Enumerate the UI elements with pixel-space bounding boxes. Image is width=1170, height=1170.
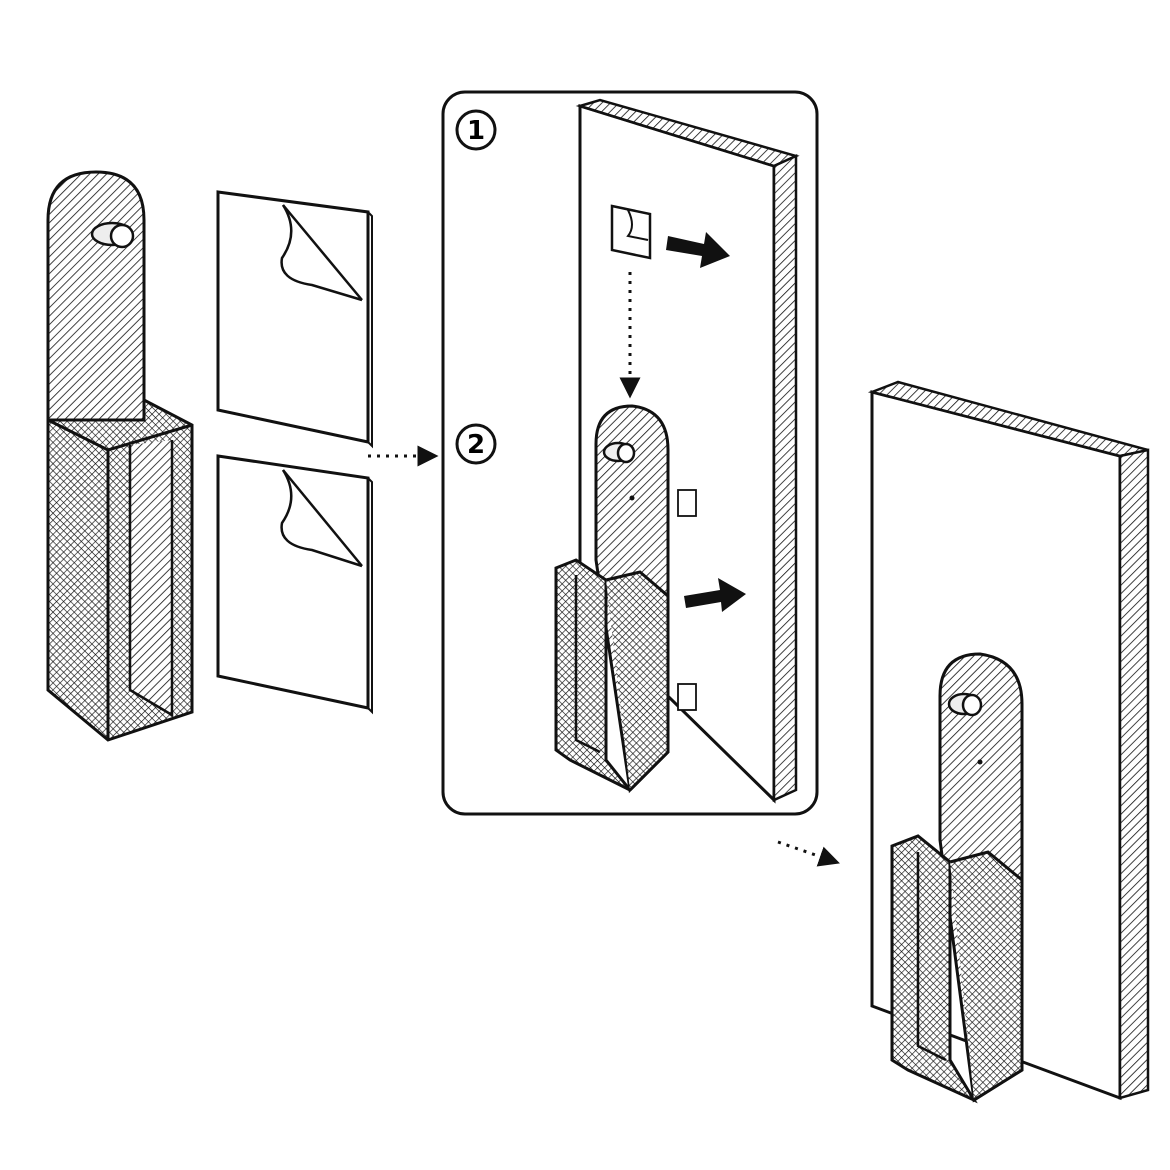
step-1-marker: 1: [455, 109, 497, 151]
mounted-result: [867, 380, 1150, 1104]
holder-center: [554, 404, 670, 794]
holder-right: [890, 652, 1024, 1104]
step-2-marker: 2: [455, 423, 497, 465]
press-arrow-icon: [666, 232, 730, 268]
knob-icon: [90, 221, 135, 249]
flow-arrow-2: [777, 840, 840, 867]
adhesive-pad-top: [216, 190, 373, 449]
knob-icon: [602, 441, 636, 464]
holder-left: [46, 170, 194, 742]
adhesive-pad-small-icon: [610, 204, 652, 260]
press-arrow-icon-2: [684, 578, 746, 612]
step-2-number: 2: [467, 430, 485, 460]
pad-marker-upper: [677, 489, 697, 517]
step-panel: 1 2: [441, 90, 819, 816]
knob-icon: [947, 692, 983, 717]
step-1-number: 1: [467, 116, 485, 146]
adhesive-pad-bottom: [216, 454, 373, 715]
pad-marker-lower: [677, 683, 697, 711]
